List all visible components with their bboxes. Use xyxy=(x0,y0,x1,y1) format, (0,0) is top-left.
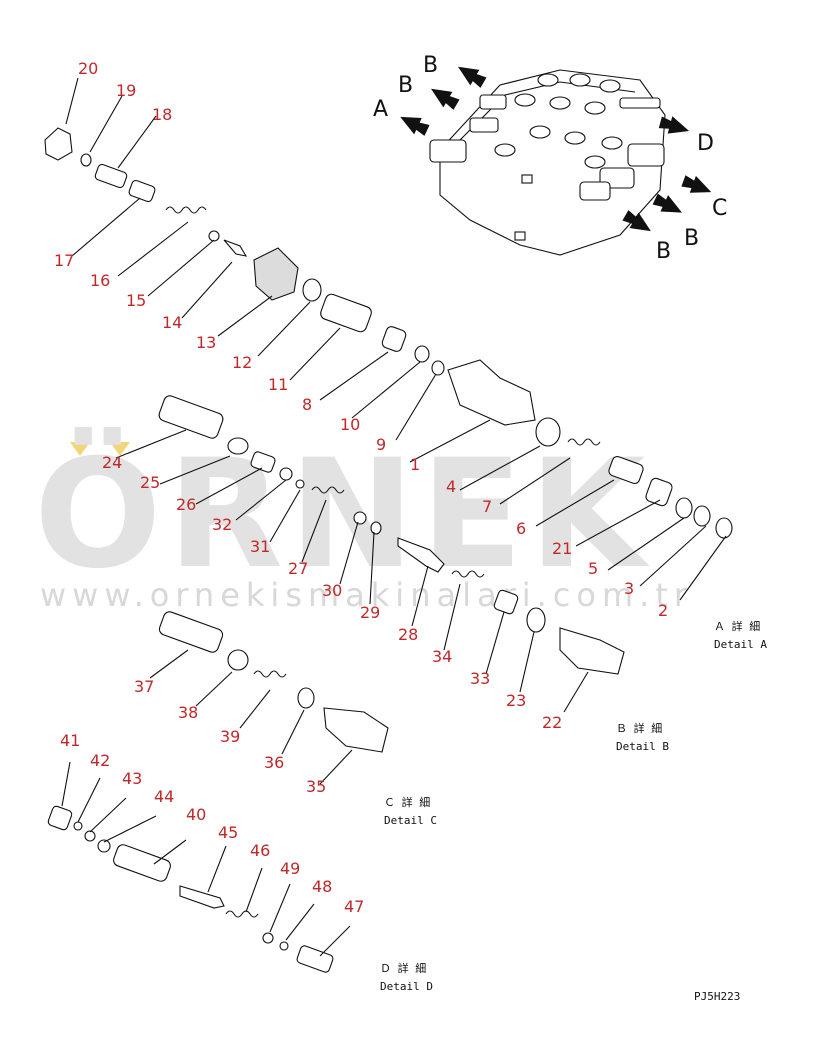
view-label-b4: B xyxy=(656,239,671,264)
arrow-b-icon xyxy=(431,88,460,110)
watermark-accent-icon xyxy=(70,442,130,456)
part-number-29: 29 xyxy=(360,603,380,622)
parts-drawings xyxy=(44,127,733,973)
arrow-c-icon xyxy=(681,175,712,193)
part-number-39: 39 xyxy=(220,727,240,746)
part-number-21: 21 xyxy=(552,539,572,558)
arrow-a-icon xyxy=(400,116,430,136)
detail-a-jp: Ａ 詳 細 xyxy=(714,619,760,633)
arrow-b4-icon xyxy=(622,210,651,232)
part-number-labels: 20 19 18 17 16 15 14 13 12 11 8 10 9 1 2… xyxy=(54,59,668,916)
part-number-5: 5 xyxy=(588,559,598,578)
part-number-31: 31 xyxy=(250,537,270,556)
part-number-30: 30 xyxy=(322,581,342,600)
part-number-1: 1 xyxy=(410,455,420,474)
part-number-12: 12 xyxy=(232,353,252,372)
part-number-41: 41 xyxy=(60,731,80,750)
part-number-22: 22 xyxy=(542,713,562,732)
part-number-6: 6 xyxy=(516,519,526,538)
view-label-c: C xyxy=(712,196,727,221)
part-number-19: 19 xyxy=(116,81,136,100)
part-number-16: 16 xyxy=(90,271,110,290)
watermark-url: www.ornekismakinalari.com.tr xyxy=(40,576,693,614)
part-number-11: 11 xyxy=(268,375,288,394)
part-number-10: 10 xyxy=(340,415,360,434)
arrow-b3-icon xyxy=(652,193,682,213)
part-number-32: 32 xyxy=(212,515,232,534)
part-number-26: 26 xyxy=(176,495,196,514)
detail-labels: Ａ 詳 細 Detail A Ｂ 詳 細 Detail B Ｃ 詳 細 Deta… xyxy=(380,619,767,1003)
detail-a-en: Detail A xyxy=(714,638,767,651)
part-number-4: 4 xyxy=(446,477,456,496)
part-number-34: 34 xyxy=(432,647,452,666)
detail-b-jp: Ｂ 詳 細 xyxy=(616,721,662,735)
detail-c-jp: Ｃ 詳 細 xyxy=(384,795,430,809)
part-number-36: 36 xyxy=(264,753,284,772)
part-number-13: 13 xyxy=(196,333,216,352)
part-number-24: 24 xyxy=(102,453,122,472)
part-number-18: 18 xyxy=(152,105,172,124)
detail-d-en: Detail D xyxy=(380,980,433,993)
part-number-23: 23 xyxy=(506,691,526,710)
part-number-9: 9 xyxy=(376,435,386,454)
part-number-42: 42 xyxy=(90,751,110,770)
valve-body-drawing: A B B D C B B xyxy=(373,53,727,264)
part-number-27: 27 xyxy=(288,559,308,578)
part-number-8: 8 xyxy=(302,395,312,414)
part-number-44: 44 xyxy=(154,787,174,806)
view-label-d: D xyxy=(697,131,714,156)
detail-b-en: Detail B xyxy=(616,740,669,753)
view-label-a: A xyxy=(373,97,388,122)
part-number-15: 15 xyxy=(126,291,146,310)
part-number-45: 45 xyxy=(218,823,238,842)
detail-c-en: Detail C xyxy=(384,814,437,827)
part-number-37: 37 xyxy=(134,677,154,696)
part-number-47: 47 xyxy=(344,897,364,916)
part-number-7: 7 xyxy=(482,497,492,516)
part-number-35: 35 xyxy=(306,777,326,796)
part-number-17: 17 xyxy=(54,251,74,270)
part-number-3: 3 xyxy=(624,579,634,598)
drawing-code: PJ5H223 xyxy=(694,990,740,1003)
view-label-b2: B xyxy=(423,53,438,78)
part-number-28: 28 xyxy=(398,625,418,644)
part-number-40: 40 xyxy=(186,805,206,824)
leader-lines xyxy=(61,77,727,957)
part-number-33: 33 xyxy=(470,669,490,688)
part-number-46: 46 xyxy=(250,841,270,860)
watermark-brand: ÖRNEK xyxy=(34,426,651,602)
part-number-25: 25 xyxy=(140,473,160,492)
part-number-38: 38 xyxy=(178,703,198,722)
part-number-14: 14 xyxy=(162,313,182,332)
detail-d-jp: Ｄ 詳 細 xyxy=(380,961,426,975)
view-label-b3: B xyxy=(684,226,699,251)
arrow-d-icon xyxy=(658,116,690,134)
part-number-20: 20 xyxy=(78,59,98,78)
watermark: ÖRNEK www.ornekismakinalari.com.tr xyxy=(34,426,693,614)
part-number-48: 48 xyxy=(312,877,332,896)
part-number-43: 43 xyxy=(122,769,142,788)
part-number-2: 2 xyxy=(658,601,668,620)
part-number-49: 49 xyxy=(280,859,300,878)
arrow-b2-icon xyxy=(458,66,487,88)
view-label-b: B xyxy=(398,73,413,98)
